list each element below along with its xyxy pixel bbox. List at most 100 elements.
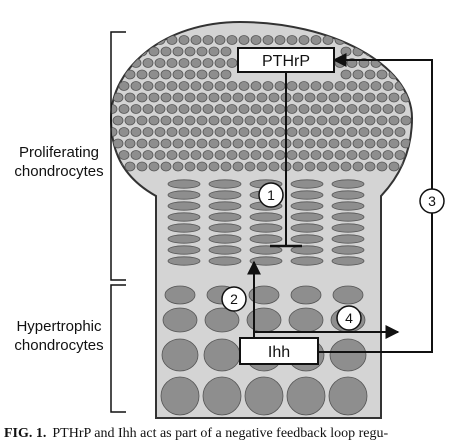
round-cell	[190, 81, 202, 91]
round-cell	[196, 138, 208, 149]
hypertrophic-cell	[329, 338, 367, 372]
flat-cell	[290, 256, 324, 266]
round-cell	[148, 46, 160, 57]
round-cell	[166, 127, 178, 137]
round-cell	[370, 127, 382, 137]
round-cell	[304, 138, 316, 149]
round-cell	[118, 150, 130, 160]
round-cell	[172, 138, 184, 149]
round-cell	[172, 46, 184, 57]
round-cell	[340, 46, 352, 57]
round-cell	[262, 35, 274, 45]
round-cell	[220, 138, 232, 149]
round-cell	[178, 58, 190, 68]
flat-cell	[167, 234, 201, 244]
round-cell	[118, 104, 130, 114]
round-cell	[292, 92, 304, 103]
round-cell	[250, 127, 262, 137]
round-cell	[382, 127, 394, 137]
hypertrophic-cell	[164, 285, 196, 305]
flat-cell	[208, 212, 242, 222]
round-cell	[184, 46, 196, 57]
round-cell	[136, 115, 148, 126]
round-cell	[130, 104, 142, 114]
hypertrophic-cell	[161, 338, 199, 372]
round-cell	[298, 127, 310, 137]
flat-cell	[208, 201, 242, 211]
round-cell	[316, 115, 328, 126]
round-cell	[124, 69, 136, 80]
round-cell	[202, 127, 214, 137]
round-cell	[196, 69, 208, 80]
round-cell	[370, 104, 382, 114]
proliferating-line-2: chondrocytes	[14, 163, 104, 180]
round-cell	[340, 115, 352, 126]
round-cell	[148, 138, 160, 149]
round-cell	[142, 150, 154, 160]
round-cell	[172, 92, 184, 103]
round-cell	[160, 46, 172, 57]
round-cell	[286, 81, 298, 91]
round-cell	[310, 35, 322, 45]
round-cell	[334, 127, 346, 137]
round-cell	[232, 115, 244, 126]
round-cell	[130, 35, 142, 45]
round-cell	[286, 104, 298, 114]
round-cell	[382, 150, 394, 160]
round-cell	[142, 104, 154, 114]
round-cell	[310, 81, 322, 91]
round-cell	[172, 115, 184, 126]
round-proliferating-cells	[111, 35, 412, 172]
round-cell	[352, 92, 364, 103]
round-cell	[202, 35, 214, 45]
round-cell	[346, 81, 358, 91]
hypertrophic-cell	[244, 376, 284, 416]
round-cell	[160, 92, 172, 103]
ihh-label: Ihh	[268, 344, 290, 361]
flat-cell	[208, 245, 242, 255]
round-cell	[124, 138, 136, 149]
round-cell	[166, 150, 178, 160]
round-cell	[262, 127, 274, 137]
round-cell	[310, 150, 322, 160]
flat-cell	[290, 201, 324, 211]
round-cell	[232, 161, 244, 172]
round-cell	[298, 81, 310, 91]
step-3-label: 3	[428, 193, 436, 209]
round-cell	[184, 138, 196, 149]
figure-caption: FIG. 1.PTHrP and Ihh act as part of a ne…	[4, 426, 474, 442]
round-cell	[202, 58, 214, 68]
round-cell	[388, 115, 400, 126]
round-cell	[214, 81, 226, 91]
round-cell	[388, 46, 400, 57]
round-cell	[202, 150, 214, 160]
round-cell	[124, 115, 136, 126]
round-cell	[346, 104, 358, 114]
round-cell	[328, 161, 340, 172]
round-cell	[214, 35, 226, 45]
round-cell	[400, 46, 412, 57]
figure-number: FIG. 1.	[4, 426, 47, 441]
round-cell	[376, 92, 388, 103]
round-cell	[262, 81, 274, 91]
round-cell	[328, 115, 340, 126]
round-cell	[334, 104, 346, 114]
round-cell	[388, 161, 400, 172]
round-cell	[160, 138, 172, 149]
round-cell	[208, 46, 220, 57]
round-cell	[340, 161, 352, 172]
round-cell	[322, 104, 334, 114]
round-cell	[310, 127, 322, 137]
round-cell	[328, 138, 340, 149]
round-cell	[352, 138, 364, 149]
round-cell	[304, 92, 316, 103]
round-cell	[250, 104, 262, 114]
round-cell	[196, 46, 208, 57]
flat-cell	[331, 245, 365, 255]
round-cell	[130, 150, 142, 160]
round-cell	[220, 161, 232, 172]
round-cell	[376, 46, 388, 57]
round-cell	[232, 92, 244, 103]
round-cell	[274, 81, 286, 91]
round-cell	[238, 35, 250, 45]
